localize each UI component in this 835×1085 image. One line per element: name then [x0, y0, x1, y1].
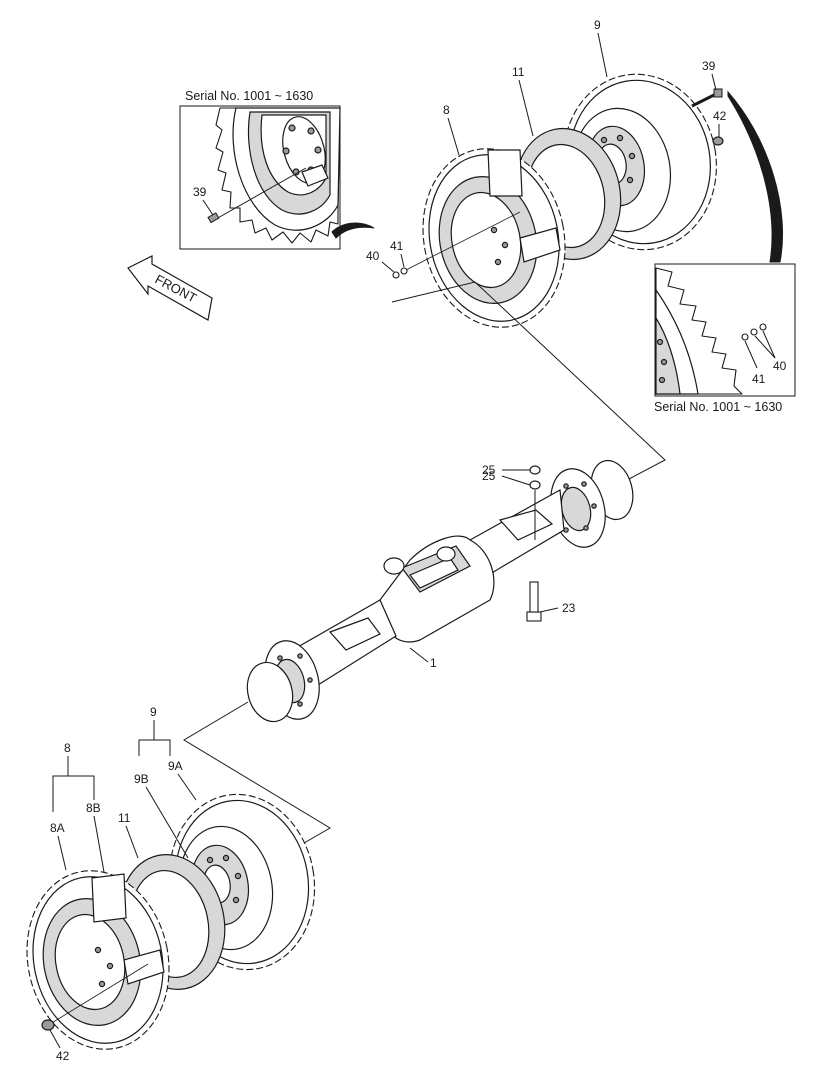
callout-9-top: 9 — [594, 18, 601, 32]
callout-42-bottom: 42 — [56, 1049, 70, 1063]
callout-11-top: 11 — [512, 65, 525, 79]
callout-23: 23 — [562, 601, 576, 615]
axle-to-lower-wheel-lines — [183, 701, 331, 851]
callout-8-bottom: 8 — [64, 741, 71, 755]
inset-right: 41 40 Serial No. 1001 ~ 1630 — [654, 263, 796, 414]
tire-8-top — [422, 148, 566, 328]
inset-right-serial-label: Serial No. 1001 ~ 1630 — [654, 400, 782, 414]
callout-25-upper: 25 — [482, 463, 496, 477]
callout-40-top: 40 — [366, 249, 380, 263]
callout-8-top: 8 — [443, 103, 450, 117]
callout-41-top: 41 — [390, 239, 404, 253]
callout-42-top: 42 — [713, 109, 727, 123]
inset-top-left-callout-39: 39 — [193, 185, 207, 199]
inset-top-left-pointer — [331, 222, 375, 239]
callout-9B: 9B — [134, 772, 149, 786]
callout-8A: 8A — [50, 821, 65, 835]
front-arrow: FRONT — [127, 255, 213, 321]
inset-right-wheel-detail — [655, 267, 743, 395]
inset-right-pointer — [727, 90, 783, 263]
callout-39-top: 39 — [702, 59, 716, 73]
inset-top-left-wheel-detail — [207, 107, 341, 244]
callout-9A: 9A — [168, 759, 183, 773]
inset-right-callout-40: 40 — [773, 359, 787, 373]
upper-wheel-to-axle-lines — [391, 281, 666, 489]
rear-axle-housing — [246, 459, 634, 723]
top-right-wheel-assembly: 9 11 8 39 42 41 40 — [366, 18, 727, 328]
bottom-left-wheel-assembly: 9 8 9B 9A 8B 11 8A 42 — [26, 705, 316, 1063]
callout-1: 1 — [430, 656, 437, 670]
inset-right-callout-41: 41 — [752, 372, 766, 386]
tire-8-bottom — [26, 870, 170, 1050]
inset-top-left-serial-label: Serial No. 1001 ~ 1630 — [185, 89, 313, 103]
callout-9-bottom: 9 — [150, 705, 157, 719]
callout-11-bottom: 11 — [118, 811, 131, 825]
inset-top-left: Serial No. 1001 ~ 1630 39 — [179, 89, 341, 250]
callout-8B: 8B — [86, 801, 101, 815]
callout-25-lower: 25 — [482, 469, 496, 483]
